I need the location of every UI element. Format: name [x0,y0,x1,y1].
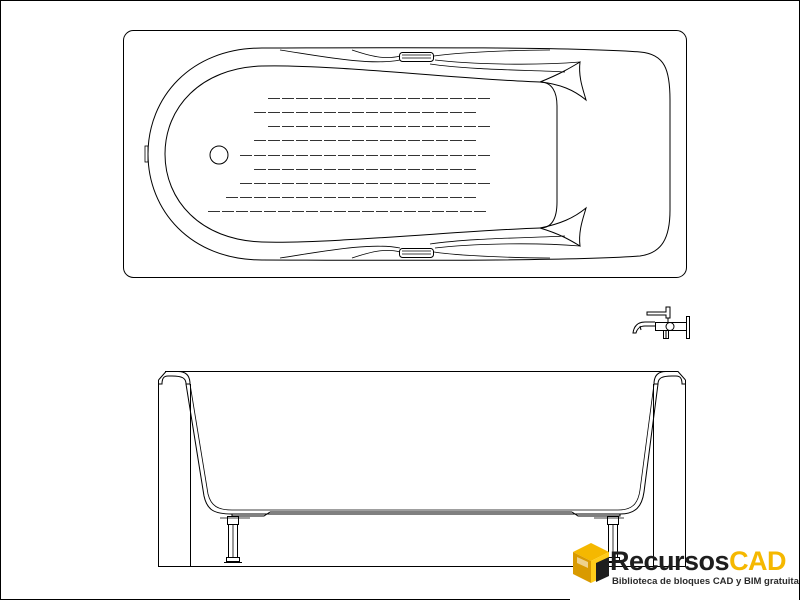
overflow-tab [144,145,149,163]
bottom-handle-icon [399,248,434,258]
recursoscad-logo-icon [573,543,609,583]
watermark-brand: RecursosCAD [610,546,787,576]
decorative-curves-top [279,49,587,102]
plan-inner-basin [164,65,558,243]
right-foot-icon [604,516,622,563]
plan-outer-rim [123,30,687,278]
anti-slip-pattern [208,98,490,212]
side-elevation [158,371,686,567]
watermark-brand-part1: Recursos [610,546,730,576]
elevation-tub-shell [185,383,659,515]
left-foot-icon [224,516,242,563]
watermark-brand-part2: CAD [729,546,787,576]
drain-icon [209,145,229,165]
top-handle-icon [399,52,434,62]
plan-outer-basin [147,47,671,261]
watermark-tagline: Biblioteca de bloques CAD y BIM gratuita [612,576,799,587]
decorative-curves-bottom [279,206,587,259]
plan-view [123,30,687,278]
watermark: RecursosCAD Biblioteca de bloques CAD y … [572,540,800,600]
faucet-icon [632,306,690,339]
